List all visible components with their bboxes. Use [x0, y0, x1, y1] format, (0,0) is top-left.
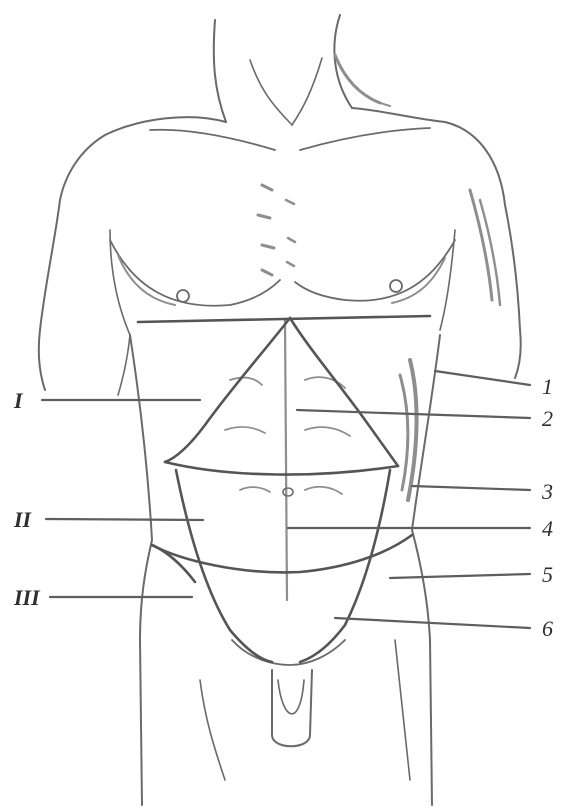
leader-6	[335, 618, 530, 628]
right-vertical-line	[300, 470, 390, 662]
leader-II	[46, 519, 203, 520]
label-3: 3	[541, 479, 553, 504]
label-5: 5	[542, 562, 553, 587]
leader-2	[297, 410, 530, 418]
label-III: III	[13, 585, 41, 610]
leader-5	[390, 574, 530, 578]
label-1: 1	[542, 374, 553, 399]
torso-outline	[39, 15, 521, 805]
label-I: I	[13, 388, 24, 413]
bicostal-line	[165, 462, 398, 475]
inguinal-fold-left	[152, 545, 195, 582]
label-4: 4	[542, 516, 553, 541]
label-2: 2	[542, 406, 553, 431]
label-6: 6	[542, 616, 553, 641]
costal-arch-right	[290, 318, 398, 466]
costal-arch-left	[165, 318, 290, 462]
right-labels: 1 2 3 4 5 6	[541, 374, 553, 641]
leader-3	[412, 486, 530, 490]
left-labels: I II III	[13, 388, 41, 610]
label-II: II	[13, 507, 33, 532]
